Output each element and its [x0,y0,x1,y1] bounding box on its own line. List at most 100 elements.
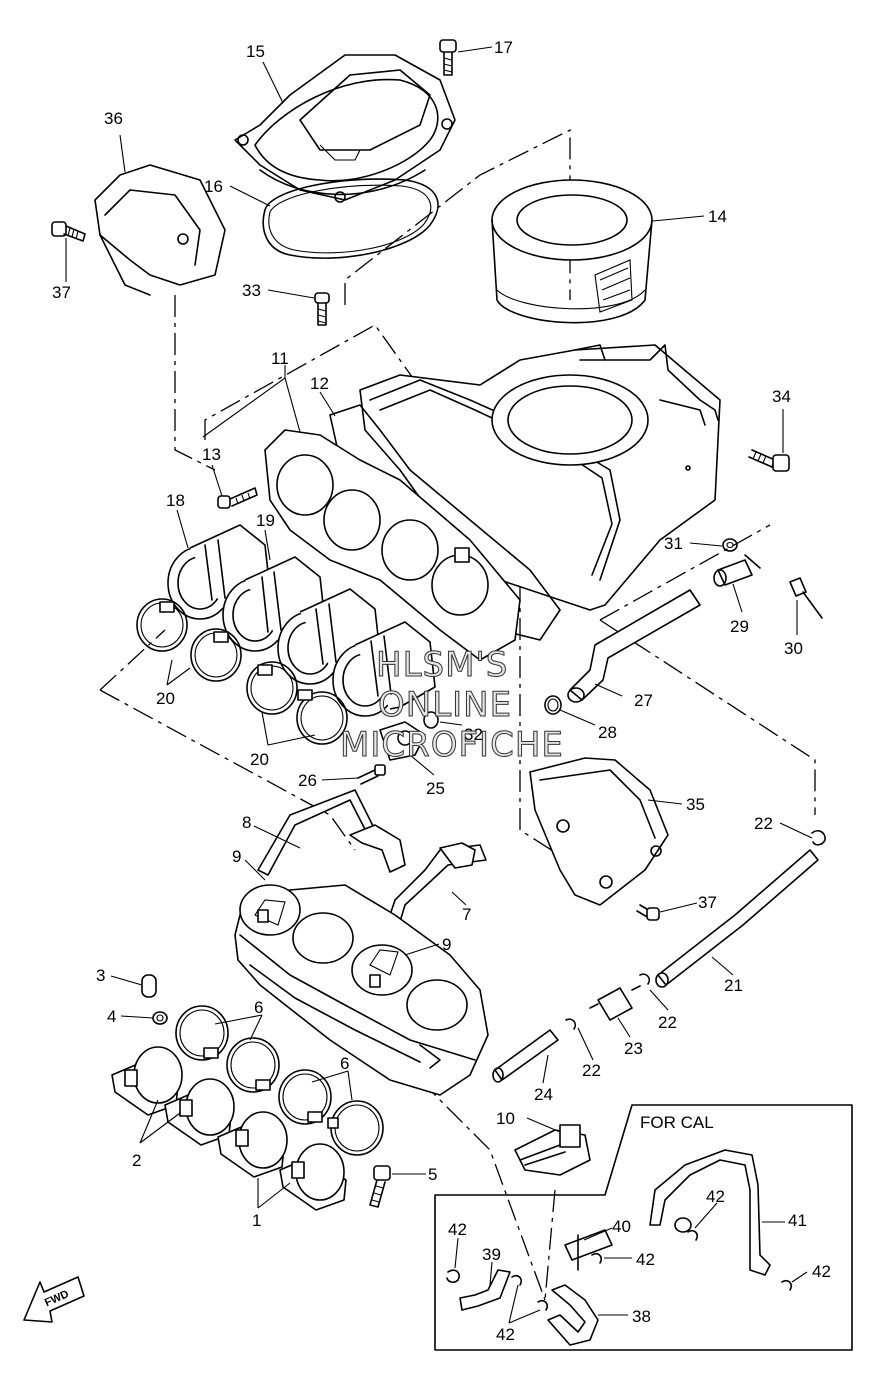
callout-19: 19 [256,511,275,530]
callout-6: 6 [254,998,263,1017]
callout-21: 21 [724,976,743,995]
cal-inset [434,1104,853,1351]
callout-26: 26 [298,771,317,790]
part-21-hose [655,849,819,988]
callout-1: 1 [252,1211,261,1230]
callout-39: 39 [482,1245,501,1264]
callout-38: 38 [632,1307,651,1326]
inset-label: FOR CAL [640,1113,714,1132]
part-41-hose [649,1149,771,1276]
callout-20: 20 [250,750,269,769]
callout-labels: 15 17 36 16 14 37 33 11 12 34 13 18 19 3… [52,38,831,1344]
callout-32: 32 [464,725,483,744]
callout-18: 18 [166,491,185,510]
callout-12: 12 [310,374,329,393]
part-8-hose [257,789,406,876]
callout-36: 36 [104,109,123,128]
callout-8: 8 [242,813,251,832]
callout-3: 3 [96,966,105,985]
fwd-arrow-icon [23,1276,85,1323]
callout-23: 23 [624,1039,643,1058]
callout-35: 35 [686,795,705,814]
part-4-clip [152,1011,168,1025]
part-27-hose [567,589,701,703]
callout-42: 42 [636,1250,655,1269]
part-22-clips [565,830,826,1030]
part-38-hose [547,1284,599,1346]
part-20-clamps [136,598,348,745]
callout-20: 20 [156,689,175,708]
leader-lines [65,46,813,1324]
part-36-bracket [94,164,226,296]
callout-37: 37 [698,893,717,912]
part-31-washer [722,538,738,552]
part-13-screw [217,487,258,509]
part-30-plug [789,577,823,619]
part-42-clips [446,1229,793,1311]
part-35-cover [529,757,669,906]
callout-29: 29 [730,617,749,636]
watermark-line-2: ONLINE [378,685,512,725]
callout-34: 34 [772,387,791,406]
part-40-joint [564,1229,613,1271]
callout-27: 27 [634,691,653,710]
part-34-bolt [748,449,790,472]
callout-24: 24 [534,1085,553,1104]
part-3-cap [141,974,157,998]
callout-37: 37 [52,283,71,302]
callout-40: 40 [612,1217,631,1236]
part-29-nipple [713,554,761,587]
part-33-bolt [314,292,330,326]
callout-31: 31 [664,534,683,553]
callout-5: 5 [428,1165,437,1184]
callout-25: 25 [426,779,445,798]
callout-42: 42 [812,1262,831,1281]
callout-28: 28 [598,723,617,742]
watermark-line-3: MICROFICHE [340,725,564,765]
part-39-hose [459,1269,511,1311]
carburetor-assembly [234,884,489,1096]
callout-13: 13 [202,445,221,464]
part-11-boot-plate [264,429,521,661]
part-5-bolt [369,1165,391,1208]
callout-30: 30 [784,639,803,658]
callout-7: 7 [462,905,471,924]
callout-10: 10 [496,1109,515,1128]
part-32-o-ring [423,711,439,729]
callout-14: 14 [708,207,727,226]
callout-9: 9 [442,935,451,954]
callout-6: 6 [340,1054,349,1073]
part-10-joint [514,1124,591,1176]
part-17-screw [439,39,457,76]
callout-22: 22 [658,1013,677,1032]
part-23-filter [589,985,641,1021]
part-28-clamp [544,695,562,715]
assembly-lines [99,128,816,1301]
part-24-hose [492,1029,559,1083]
callout-22: 22 [582,1061,601,1080]
watermark: HLSM'S ONLINE MICROFICHE [340,645,564,766]
callout-42: 42 [448,1220,467,1239]
part-37-bolt-lower [636,904,660,921]
part-15-airbox-cover [234,54,456,203]
part-14-air-filter [491,179,653,324]
callout-16: 16 [204,177,223,196]
callout-42: 42 [496,1325,515,1344]
part-11-airbox [359,344,721,611]
part-26-screw [357,764,386,785]
callout-2: 2 [132,1151,141,1170]
callout-42: 42 [706,1187,725,1206]
callout-22: 22 [754,814,773,833]
callout-4: 4 [107,1007,116,1026]
callout-15: 15 [246,42,265,61]
part-37-bolt-top [51,221,86,242]
callout-33: 33 [242,281,261,300]
callout-41: 41 [788,1211,807,1230]
part-1-2-carb-joints [111,1046,347,1211]
part-18-19-intake-boots [167,524,436,717]
watermark-line-1: HLSM'S [376,645,508,685]
part-25-joint [379,721,426,761]
callout-17: 17 [494,38,513,57]
part-6-clamps [175,1005,384,1156]
